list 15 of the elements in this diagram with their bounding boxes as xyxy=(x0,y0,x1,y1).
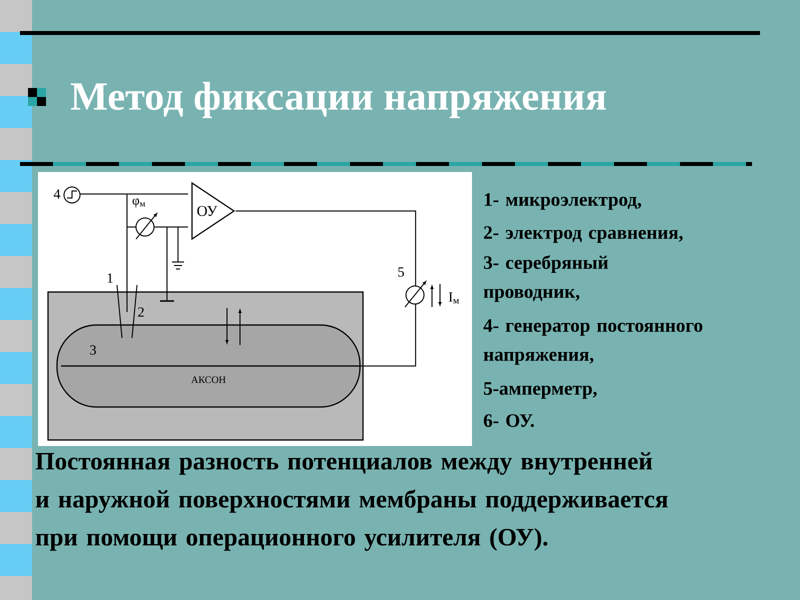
part-number: φ$_{м}$ xyxy=(132,198,146,208)
title: Метод фиксации напряжения xyxy=(70,82,606,118)
part-number: 3 xyxy=(90,345,96,355)
wire xyxy=(235,210,416,366)
part-number: 5 xyxy=(398,267,404,277)
list-item: 3- серебряный проводник, xyxy=(484,255,608,302)
part-number: 4 xyxy=(54,189,60,199)
list-item: 4- генератор постоянного напряжения, xyxy=(483,319,702,365)
part-number: 1 xyxy=(108,273,113,283)
list-item: 6- ОУ. xyxy=(484,414,534,428)
list-item: 2- электрод сравнения, xyxy=(484,226,683,243)
caption: Постоянная разность потенциалов между внутренней и наружной поверхностями мембраны поддерживается при помощи операционного усилителя (ОУ). xyxy=(36,452,668,551)
list-item: 5-амперметр, xyxy=(484,382,597,399)
list-item: 1- микроэлектрод, xyxy=(484,193,642,210)
part-number: I$_{м}$ xyxy=(448,292,459,304)
